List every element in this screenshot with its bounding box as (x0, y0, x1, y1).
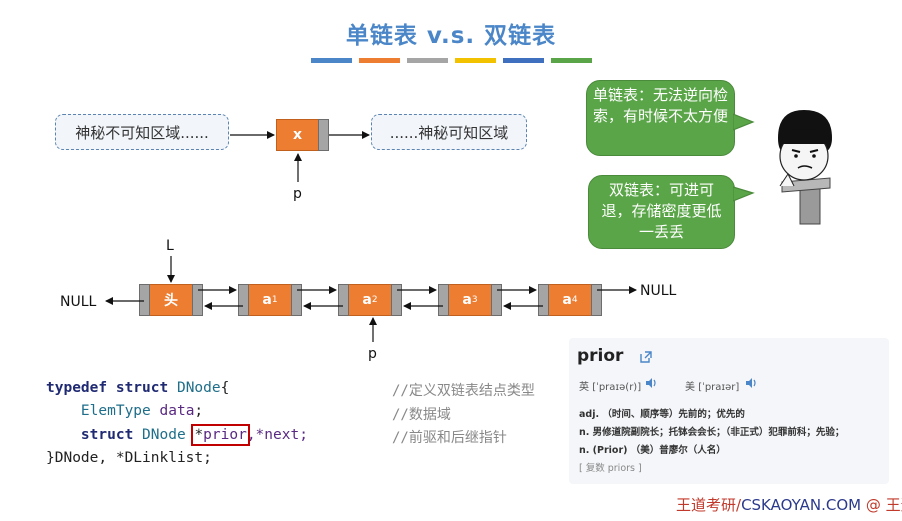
head-node-data: 头 (150, 284, 192, 316)
head-node-prior-pointer (139, 284, 150, 316)
code-line-2: ElemType data; (80, 403, 204, 419)
dict-def-2: n. 男修道院副院长；托钵会会长；（非正式）犯罪前科；先验； (579, 427, 845, 438)
cartoon-character-icon (778, 110, 832, 225)
title-stripe-3 (407, 58, 448, 63)
page-title: 单链表 v.s. 双链表 (345, 23, 557, 49)
code-line-4: }DNode, *DLinklist; (46, 450, 212, 466)
known-region-box: ......神秘可知区域 (371, 114, 527, 150)
title-stripe-1 (311, 58, 352, 63)
null-right-label: NULL (640, 283, 677, 299)
comment-2: //数据域 (392, 407, 451, 423)
title-stripe-4 (455, 58, 496, 63)
bubble-double-tail (733, 186, 755, 202)
title-stripe-2 (359, 58, 400, 63)
bubble-single-list: 单链表：无法逆向检索，有时候不太方便 (586, 80, 735, 156)
bubble-single-text: 单链表：无法逆向检索，有时候不太方便 (593, 86, 729, 125)
bubble-double-list: 双链表：可进可退，存储密度更低一丢丢 (588, 175, 735, 249)
title-stripe-5 (503, 58, 544, 63)
bubble-single-tail (733, 113, 755, 131)
dict-plural: [ 复数 priors ] (579, 463, 642, 474)
node-a2-prior-pointer (338, 284, 349, 316)
prior-highlight: *prior (191, 424, 250, 446)
title-stripe-6 (551, 58, 592, 63)
dict-us-pron: 美 [ˈpraɪər] (685, 382, 740, 393)
dict-def-1: adj. （时间、顺序等）先前的；优先的 (579, 409, 745, 420)
node-a2-next-pointer (391, 284, 402, 316)
footer-brand: 王道考研/CSKAOYAN.COM @ 王道 凯 (676, 496, 902, 514)
code-line-3: struct DNode *prior,*next; (80, 424, 308, 446)
single-node-next-pointer (318, 119, 329, 151)
known-region-label: ......神秘可知区域 (389, 123, 509, 142)
node-a1-prior-pointer (238, 284, 249, 316)
node-a3-prior-pointer (438, 284, 449, 316)
single-node-x: x (276, 119, 329, 151)
us-speaker-icon[interactable] (745, 377, 757, 389)
dict-def-3: n. (Prior) （美）普廖尔（人名） (579, 445, 726, 456)
dict-word: prior (577, 346, 624, 366)
external-link-icon[interactable] (639, 350, 653, 364)
node-a1-next-pointer (291, 284, 302, 316)
comment-3: //前驱和后继指针 (392, 430, 507, 446)
dict-uk-pron: 英 [ˈpraɪə(r)] (579, 382, 642, 393)
single-pointer-label: p (293, 186, 302, 202)
node-a3-next-pointer (491, 284, 502, 316)
uk-speaker-icon[interactable] (645, 377, 657, 389)
comment-1: //定义双链表结点类型 (392, 383, 535, 399)
bubble-double-text: 双链表：可进可退，存储密度更低一丢丢 (601, 181, 722, 241)
unknown-region-box: 神秘不可知区域...... (55, 114, 229, 150)
null-left-label: NULL (60, 294, 97, 310)
head-node-next-pointer (192, 284, 203, 316)
node-a4-next-pointer (591, 284, 602, 316)
single-node-data: x (276, 119, 318, 151)
dictionary-popup: prior 英 [ˈpraɪə(r)] 美 [ˈpraɪər] adj. （时间… (569, 338, 889, 484)
head-node: 头 (139, 284, 203, 316)
head-pointer-label: L (166, 238, 174, 254)
code-line-1: typedef struct DNode{ (46, 380, 230, 396)
unknown-region-label: 神秘不可知区域...... (75, 123, 209, 142)
node-a4-prior-pointer (538, 284, 549, 316)
double-pointer-label: p (368, 346, 377, 362)
